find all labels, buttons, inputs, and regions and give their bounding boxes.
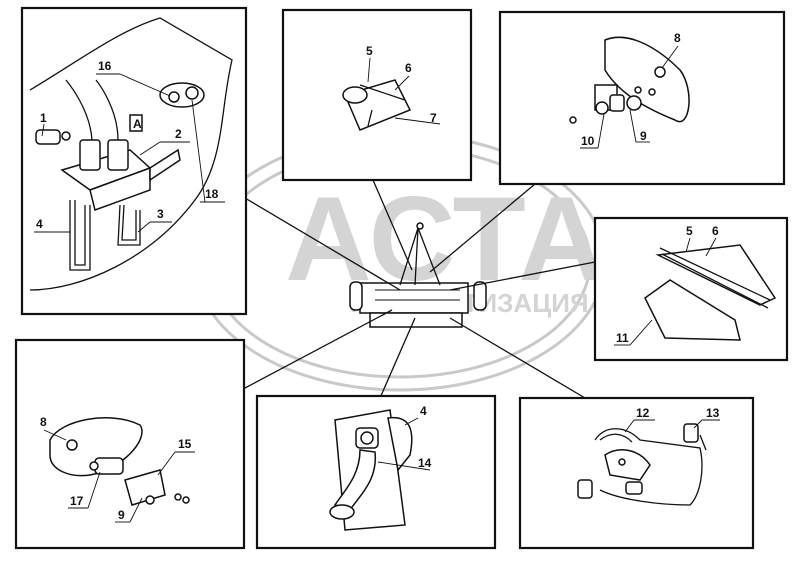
- label-6-b: 6: [712, 224, 719, 238]
- label-5: 5: [366, 44, 373, 58]
- label-4: 4: [36, 217, 43, 231]
- label-18: 18: [205, 187, 219, 201]
- label-1: 1: [40, 111, 47, 125]
- label-2: 2: [175, 127, 182, 141]
- label-12: 12: [636, 406, 650, 420]
- label-10: 10: [581, 134, 595, 148]
- panel-top-right: 8 9 10: [498, 10, 786, 186]
- label-13: 13: [706, 406, 720, 420]
- label-7: 7: [430, 111, 437, 125]
- label-6: 6: [405, 61, 412, 75]
- label-8: 8: [674, 31, 681, 45]
- central-machine: [349, 222, 487, 328]
- label-9: 9: [640, 129, 647, 143]
- label-3: 3: [157, 207, 164, 221]
- label-8-b: 8: [40, 415, 47, 429]
- panel-top-center: 5 6 7: [281, 8, 473, 182]
- panel-bottom-right: 12 13: [518, 396, 755, 550]
- panel-mid-right: 5 6 11: [593, 216, 789, 362]
- label-14: 14: [418, 456, 432, 470]
- label-9-b: 9: [118, 508, 125, 522]
- leader-lines: [244, 179, 596, 399]
- label-11: 11: [616, 331, 629, 345]
- label-4-b: 4: [420, 404, 427, 418]
- panel-bottom-left: 8 9 15 17: [14, 338, 246, 550]
- label-17: 17: [70, 494, 84, 508]
- label-16: 16: [98, 59, 112, 73]
- tag-a: А: [133, 117, 142, 131]
- panel-top-left: 1 2 3 4 16 18 А: [20, 6, 248, 316]
- label-15: 15: [178, 437, 192, 451]
- panel-bottom-center: 4 14: [255, 394, 497, 550]
- label-5-b: 5: [686, 224, 693, 238]
